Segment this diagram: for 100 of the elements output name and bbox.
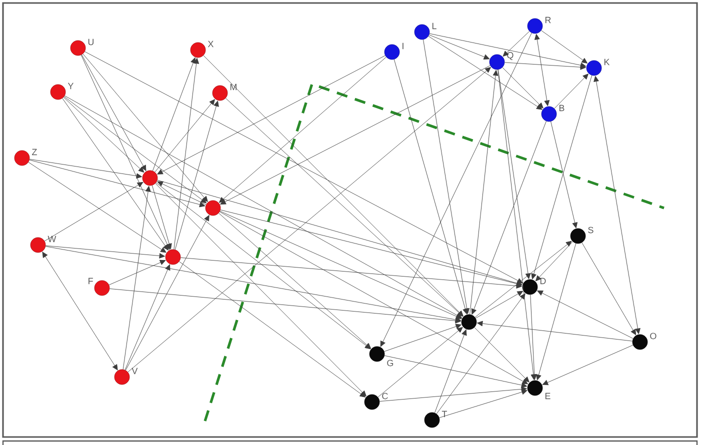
arrow — [537, 290, 634, 339]
node-label: K — [604, 58, 610, 66]
node-label: U — [88, 38, 94, 46]
node-label: E — [545, 392, 550, 400]
arrow — [84, 51, 523, 284]
arrow — [218, 212, 372, 349]
arrow — [108, 260, 166, 286]
arrow — [594, 76, 640, 334]
arrow — [550, 121, 578, 228]
arrow — [154, 99, 215, 172]
arrow — [541, 30, 588, 64]
arrow — [502, 67, 544, 108]
node-label: W — [48, 236, 56, 242]
node-label: T — [442, 410, 447, 418]
node-label: F — [88, 278, 93, 284]
arrow — [64, 96, 462, 318]
arrow — [155, 183, 366, 396]
arrow — [536, 243, 576, 380]
node-label: V — [132, 368, 138, 374]
arrow — [124, 264, 170, 370]
node-label: S — [588, 226, 594, 234]
node-label: C — [382, 392, 388, 400]
arrow — [504, 62, 586, 70]
arrow — [434, 329, 467, 414]
arrow — [80, 54, 170, 250]
arrow — [394, 59, 468, 314]
arrow — [220, 212, 528, 384]
node-dot — [205, 200, 221, 216]
arrow — [439, 389, 528, 418]
arrow — [28, 162, 166, 253]
arrow — [122, 186, 151, 370]
arrow — [203, 55, 464, 316]
arrow — [179, 261, 366, 398]
node-label: L — [432, 22, 436, 30]
arrow — [502, 31, 530, 57]
arrow — [174, 100, 219, 250]
arrow — [476, 320, 633, 342]
arrow — [29, 158, 142, 179]
arrow — [474, 240, 572, 318]
arrow — [498, 69, 536, 380]
arrow — [220, 65, 490, 204]
arrow — [384, 355, 528, 388]
arrow — [530, 294, 538, 380]
arrow — [379, 386, 528, 402]
arrow — [428, 34, 490, 60]
node-dot — [165, 249, 181, 265]
node-label: X — [208, 40, 214, 48]
arrow — [156, 182, 371, 350]
arrow — [128, 67, 491, 372]
node-dot — [142, 170, 158, 186]
arrow — [423, 39, 470, 314]
node-label: O — [650, 332, 656, 340]
arrow — [157, 180, 522, 286]
node-label: D — [540, 278, 546, 284]
arrow — [429, 33, 586, 68]
arrow — [428, 36, 542, 110]
arrow — [470, 70, 498, 315]
arrow — [225, 98, 464, 317]
arrow — [219, 56, 386, 203]
arrow — [109, 288, 462, 324]
arrow — [380, 32, 532, 347]
arrow — [531, 75, 592, 280]
arrow — [534, 34, 550, 106]
arrow — [157, 55, 386, 174]
arrow — [220, 210, 462, 319]
arrow — [384, 324, 462, 352]
arrow — [64, 96, 207, 204]
node-label: G — [387, 360, 394, 366]
node-label: Z — [32, 148, 37, 156]
arrow — [174, 58, 200, 250]
arrow — [498, 69, 531, 280]
arrow — [45, 245, 166, 258]
arrow — [554, 74, 588, 109]
arrow — [42, 252, 118, 370]
arrow — [474, 327, 530, 382]
arrow — [378, 327, 463, 398]
arrow — [152, 185, 172, 250]
arrow — [29, 160, 206, 208]
arrow — [45, 246, 462, 322]
node-label: Y — [68, 82, 74, 90]
node-label: I — [402, 42, 404, 50]
arrow — [542, 344, 634, 386]
arrow — [125, 215, 210, 370]
arrow — [535, 241, 573, 282]
arrow — [471, 120, 546, 315]
node-label: B — [559, 104, 564, 112]
arrow — [82, 54, 146, 172]
arrow — [220, 210, 522, 286]
arrow — [582, 242, 636, 336]
arrow — [475, 290, 524, 318]
arrow — [63, 97, 144, 173]
arrow — [82, 54, 208, 202]
arrow — [157, 181, 206, 205]
arrow — [44, 182, 144, 242]
node-dot — [461, 314, 477, 330]
arrow — [436, 293, 526, 414]
arrow — [180, 257, 522, 289]
arrow — [152, 58, 196, 172]
arrow — [62, 98, 169, 250]
node-label: R — [545, 16, 551, 24]
